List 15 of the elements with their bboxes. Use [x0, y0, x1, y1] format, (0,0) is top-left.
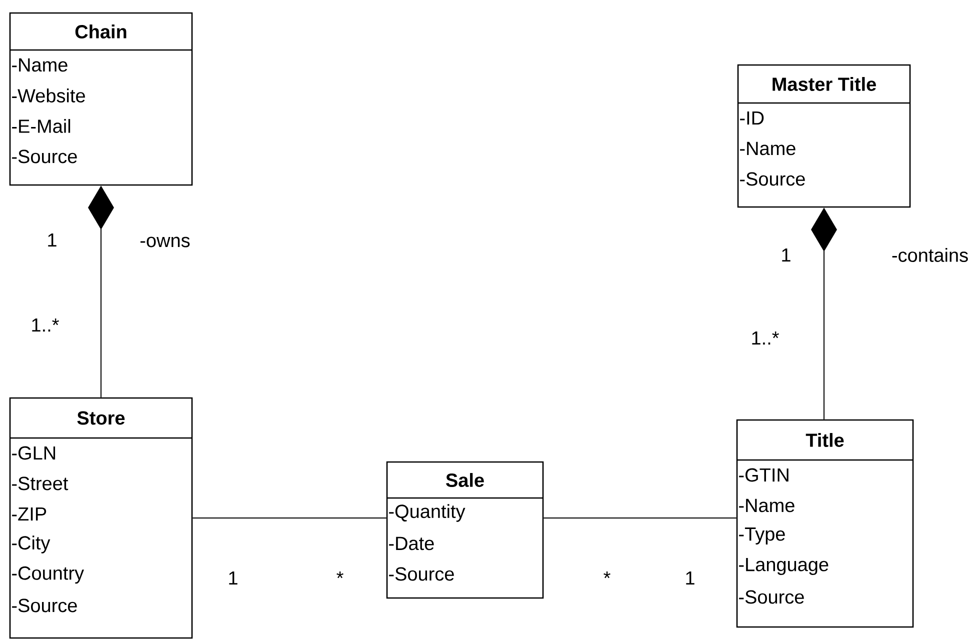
edge-label: -owns	[140, 236, 190, 248]
multiplicity-label: *	[604, 571, 610, 578]
class-box: Master Title -ID -Name -Source	[737, 64, 911, 208]
edge-label: -contains	[892, 248, 968, 262]
class-box: Title -GTIN -Name -Type -Language -Source	[736, 419, 914, 628]
multiplicity-label: 1..*	[32, 318, 59, 332]
multiplicity-label: 1	[48, 233, 56, 247]
class-box: Store -GLN -Street -ZIP -City -Country -Source	[9, 397, 193, 639]
class-box: Chain -Name -Website -E-Mail -Source	[9, 12, 193, 186]
multiplicity-label: 1	[686, 571, 694, 585]
multiplicity-label: *	[336, 571, 344, 578]
class-box: Sale -Quantity -Date -Source	[386, 461, 544, 599]
multiplicity-label: 1	[229, 571, 238, 585]
multiplicity-label: 1..*	[752, 331, 779, 345]
multiplicity-label: 1	[782, 248, 790, 262]
